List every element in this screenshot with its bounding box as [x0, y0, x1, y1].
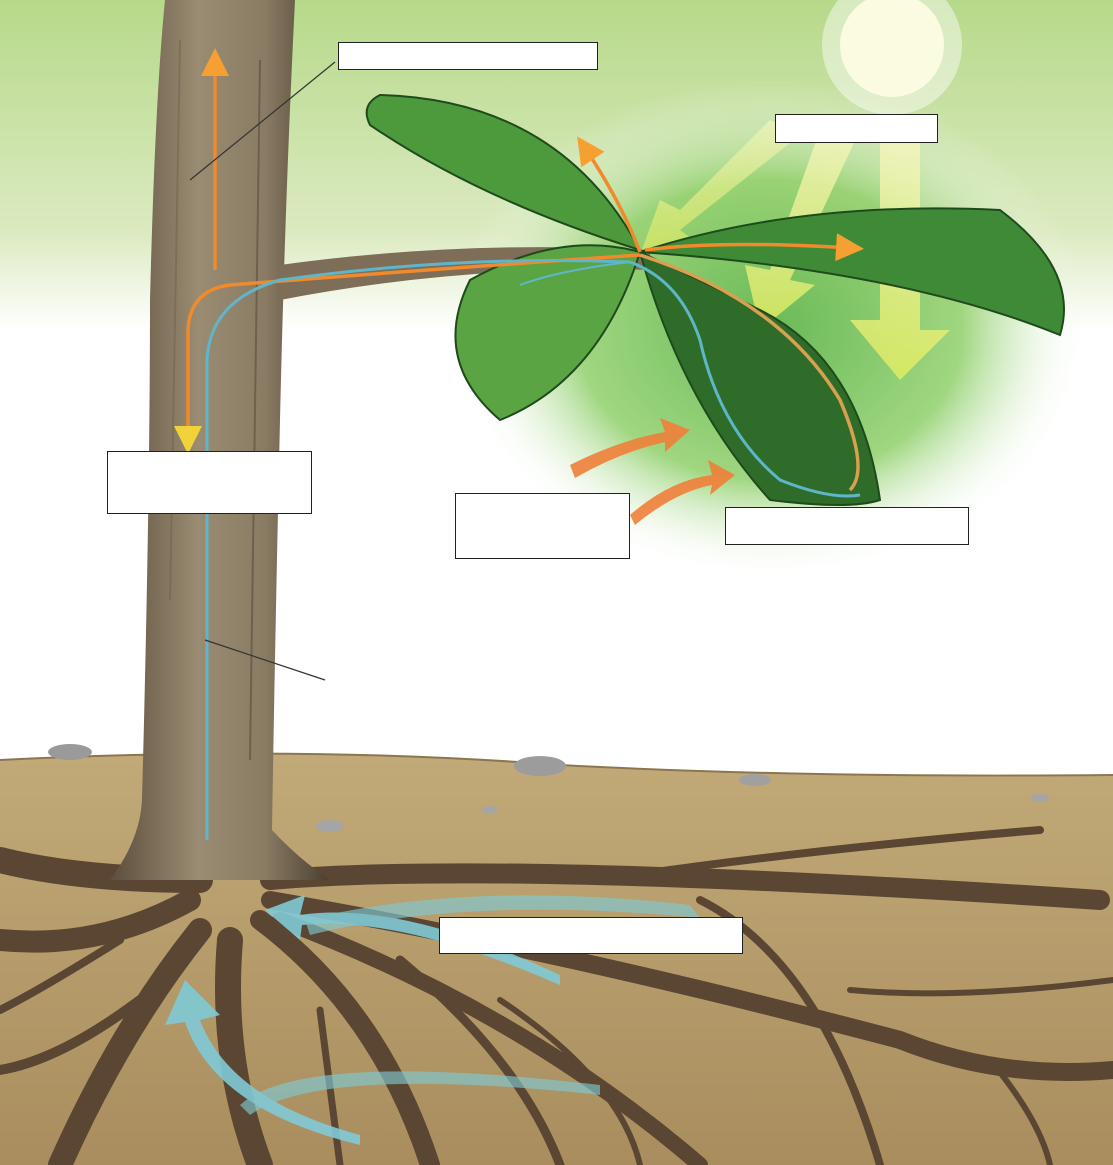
label-box-gas-input [455, 493, 630, 559]
label-box-leaf [725, 507, 969, 545]
label-box-trunk-left [107, 451, 312, 514]
label-box-roots [439, 917, 743, 954]
label-box-trunk-top [338, 42, 598, 70]
label-box-sunlight [775, 114, 938, 143]
